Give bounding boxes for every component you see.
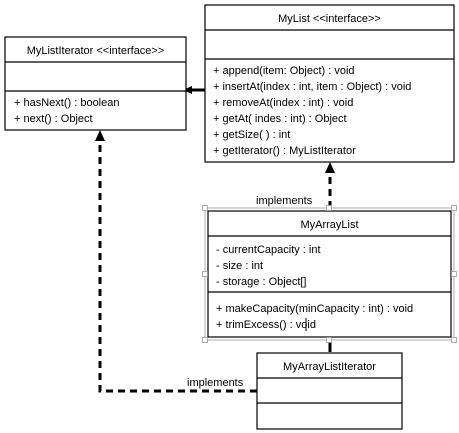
- class-name: MyArrayListIterator: [283, 361, 376, 373]
- resize-handle-se[interactable]: [451, 337, 457, 343]
- arraylist-implements-label: implements: [256, 195, 313, 207]
- method-item: + hasNext() : boolean: [14, 97, 119, 109]
- method-item: + getSize( ) : int: [213, 129, 290, 141]
- method-item: + next() : Object: [14, 113, 93, 125]
- method-item: + makeCapacity(minCapacity : int) : void: [216, 303, 413, 315]
- resize-handle-e[interactable]: [451, 271, 457, 277]
- class-mylist[interactable]: MyList <<interface>> + append(item: Obje…: [204, 4, 455, 163]
- resize-handle-nw[interactable]: [202, 205, 208, 211]
- iterator-implements-label: implements: [187, 377, 244, 389]
- method-item: + trimExcess() : void: [216, 319, 316, 331]
- resize-handle-s[interactable]: [326, 337, 332, 343]
- selection-frame[interactable]: [202, 205, 457, 343]
- resize-handle-ne[interactable]: [451, 205, 457, 211]
- class-mylistiterator[interactable]: MyListIterator <<interface>> + hasNext()…: [4, 36, 187, 131]
- iterator-implements-arrowhead: [95, 130, 105, 141]
- class-name: MyList <<interface>>: [278, 13, 381, 25]
- resize-handle-n[interactable]: [326, 205, 332, 211]
- class-name: MyListIterator <<interface>>: [27, 45, 165, 57]
- resize-handle-w[interactable]: [202, 271, 208, 277]
- method-item: + append(item: Object) : void: [213, 65, 355, 77]
- method-item: + getIterator() : MyListIterator: [213, 145, 356, 157]
- resize-handle-sw[interactable]: [202, 337, 208, 343]
- attribute-item: - currentCapacity : int: [216, 244, 321, 256]
- class-myarraylistiterator[interactable]: MyArrayListIterator: [256, 352, 403, 430]
- attribute-item: - storage : Object[]: [216, 276, 306, 288]
- iterator-implements-line: [98, 140, 257, 393]
- method-item: + getAt( indes : int) : Object: [213, 113, 347, 125]
- class-myarraylist[interactable]: MyArrayList - currentCapacity : int - si…: [207, 210, 452, 338]
- class-name: MyArrayList: [300, 219, 358, 231]
- attribute-item: - size : int: [216, 260, 263, 272]
- method-item: + removeAt(index : int) : void: [213, 97, 353, 109]
- method-item: + insertAt(index : int, item : Object) :…: [213, 81, 411, 93]
- getiterator-association-arrowhead: [183, 86, 192, 94]
- arraylist-implements-arrowhead: [325, 162, 335, 173]
